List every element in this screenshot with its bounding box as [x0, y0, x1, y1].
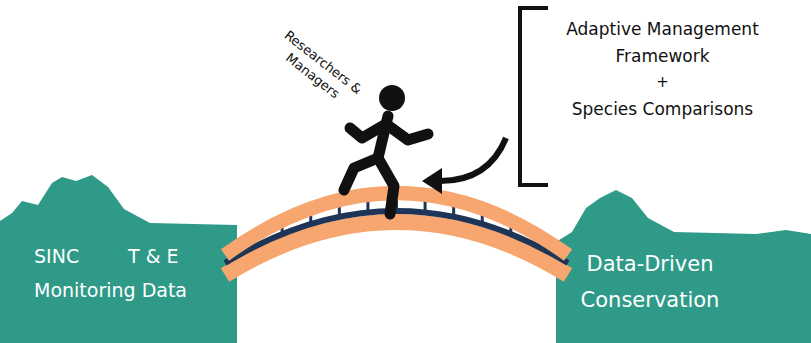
- hill-outline: [556, 190, 811, 343]
- node-text: T & E: [128, 245, 179, 267]
- node-text: SINC: [34, 245, 79, 267]
- runner-head: [379, 85, 405, 111]
- runner-limb: [378, 158, 394, 214]
- bracket-text: Adaptive Management Framework: [535, 16, 790, 70]
- runner-limb: [386, 124, 428, 140]
- node-text: Monitoring Data: [34, 279, 187, 301]
- arrow-head: [422, 168, 442, 194]
- land-node: Data-Driven Conservation: [556, 190, 811, 343]
- curved-arrow: [438, 138, 506, 181]
- bracket: [520, 8, 548, 185]
- runner-limb: [344, 158, 378, 190]
- bracket-text: Species Comparisons: [535, 96, 790, 123]
- runner-limb: [350, 124, 386, 138]
- hill-outline: [0, 175, 237, 343]
- role-label: Researchers & Managers: [263, 21, 372, 117]
- node-text: Data-Driven Conservation: [570, 246, 730, 318]
- bracket-plus: +: [535, 72, 790, 92]
- land-node: SINC T & E Monitoring Data: [0, 175, 237, 343]
- runner-figure: [344, 85, 428, 214]
